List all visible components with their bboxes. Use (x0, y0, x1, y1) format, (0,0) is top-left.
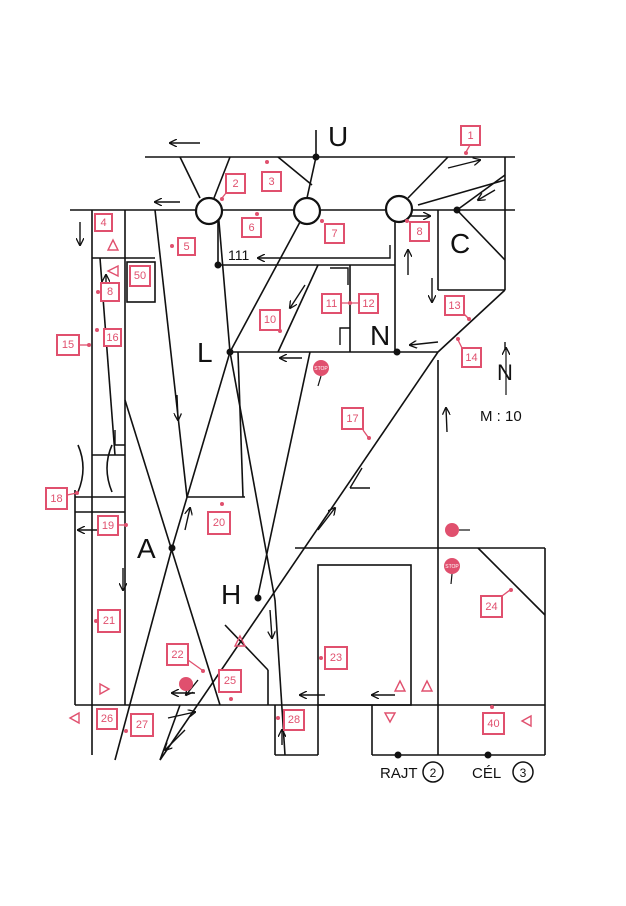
marker-50[interactable]: 50 (129, 265, 151, 287)
label-a: A (137, 533, 156, 564)
svg-text:26: 26 (101, 713, 113, 725)
svg-text:28: 28 (288, 714, 300, 726)
svg-text:27: 27 (136, 719, 148, 731)
number-markers: 1 2 3 4 5 6 7 8 50 8 10 11 12 13 14 15 1… (45, 125, 513, 737)
marker-2[interactable]: 2 (225, 173, 246, 194)
svg-text:14: 14 (465, 352, 477, 364)
svg-text:21: 21 (103, 615, 115, 627)
roundabouts (194, 194, 414, 226)
label-u: U (328, 121, 348, 152)
yield-sign-icon (233, 634, 247, 647)
svg-text:8: 8 (107, 286, 113, 298)
cel-label: CÉL (472, 765, 501, 782)
svg-text:18: 18 (50, 493, 62, 505)
svg-text:19: 19 (102, 520, 114, 532)
yield-sign-icon (99, 682, 111, 696)
marker-25[interactable]: 25 (218, 669, 242, 693)
cel-icon (512, 761, 534, 783)
direction-arrows (78, 143, 506, 750)
rajt-symbol: 2 (430, 766, 437, 780)
svg-text:2: 2 (232, 178, 238, 190)
svg-text:17: 17 (346, 413, 358, 425)
svg-text:6: 6 (248, 222, 254, 234)
marker-20[interactable]: 20 (207, 511, 231, 535)
yield-sign-icon (68, 711, 80, 725)
svg-text:20: 20 (213, 517, 225, 529)
scale-label: M : 10 (480, 408, 522, 425)
svg-text:23: 23 (330, 652, 342, 664)
marker-27[interactable]: 27 (130, 713, 154, 737)
stop-sign-icon (444, 558, 460, 574)
yield-sign-icon (393, 679, 407, 692)
svg-text:15: 15 (62, 339, 74, 351)
marker-23[interactable]: 23 (324, 646, 348, 670)
svg-text:11: 11 (326, 298, 337, 310)
marker-4[interactable]: 4 (94, 213, 113, 232)
svg-text:50: 50 (134, 270, 146, 282)
marker-16[interactable]: 16 (103, 328, 122, 347)
svg-text:40: 40 (487, 718, 499, 730)
label-h: H (221, 579, 241, 610)
stop-sign-icon (313, 360, 329, 376)
svg-text:12: 12 (362, 298, 374, 310)
svg-text:7: 7 (331, 228, 337, 240)
yield-sign-icon (106, 238, 120, 251)
svg-text:4: 4 (100, 217, 106, 229)
stop-sign-icon (179, 677, 193, 691)
marker-8[interactable]: 8 (409, 221, 430, 242)
marker-13[interactable]: 13 (444, 295, 465, 316)
svg-text:22: 22 (171, 649, 183, 661)
stop-text: STOP (314, 366, 328, 372)
marker-21[interactable]: 21 (97, 609, 121, 633)
marker-28[interactable]: 28 (283, 709, 305, 731)
yield-sign-icon (520, 714, 532, 728)
cel-symbol: 3 (520, 766, 527, 780)
rajt-label: RAJT (380, 765, 418, 782)
marker-12[interactable]: 12 (358, 293, 379, 314)
stop-text: STOP (445, 564, 459, 570)
marker-1[interactable]: 1 (460, 125, 481, 146)
stop-signs: STOP STOP (179, 360, 470, 691)
svg-text:24: 24 (485, 601, 497, 613)
marker-5[interactable]: 5 (177, 237, 196, 256)
svg-text:10: 10 (264, 314, 276, 326)
yield-sign-icon (383, 712, 397, 724)
marker-26[interactable]: 26 (96, 708, 118, 730)
marker-15[interactable]: 15 (56, 334, 80, 356)
svg-text:13: 13 (448, 300, 460, 312)
marker-3[interactable]: 3 (261, 171, 282, 192)
marker-17[interactable]: 17 (341, 407, 364, 430)
marker-24[interactable]: 24 (480, 595, 503, 618)
marker-18[interactable]: 18 (45, 487, 68, 510)
svg-text:25: 25 (224, 675, 236, 687)
label-c: C (450, 228, 470, 259)
marker-19[interactable]: 19 (97, 515, 119, 536)
marker-14[interactable]: 14 (461, 347, 482, 368)
marker-6[interactable]: 6 (241, 217, 262, 238)
label-n: N (370, 320, 390, 351)
yield-sign-icon (106, 264, 119, 278)
svg-text:5: 5 (183, 241, 189, 253)
yield-signs (68, 238, 532, 728)
marker-10[interactable]: 10 (259, 309, 281, 331)
rajt-icon (422, 761, 444, 783)
label-111: 111 (228, 247, 249, 263)
svg-text:8: 8 (416, 226, 422, 238)
yield-sign-icon (420, 679, 434, 692)
svg-text:16: 16 (106, 332, 118, 344)
marker-8-left[interactable]: 8 (100, 282, 120, 302)
junction-dots (168, 153, 492, 759)
marker-40[interactable]: 40 (482, 712, 505, 735)
marker-11[interactable]: 11 (321, 293, 342, 314)
road-network (70, 130, 546, 761)
svg-text:3: 3 (268, 176, 274, 188)
marker-7[interactable]: 7 (324, 223, 345, 244)
label-l: L (197, 337, 213, 368)
north-label: N (497, 360, 513, 385)
marker-22[interactable]: 22 (166, 643, 189, 666)
north-arrow: N (497, 348, 513, 395)
svg-text:1: 1 (467, 130, 473, 142)
stop-sign-icon (445, 523, 459, 537)
